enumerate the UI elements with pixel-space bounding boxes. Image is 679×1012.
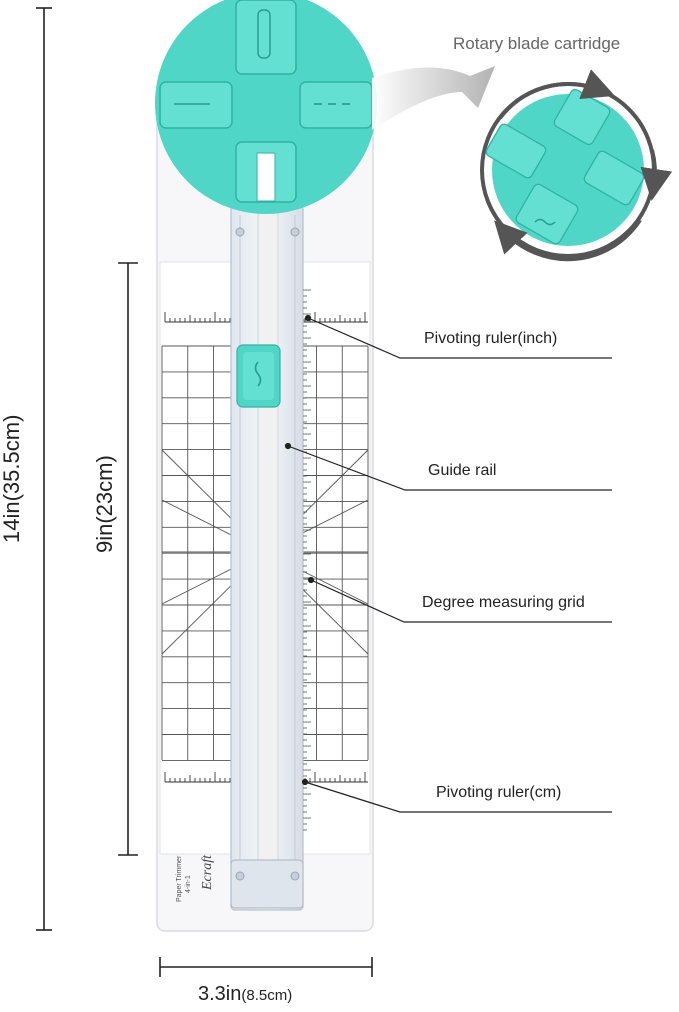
brand-logo-text: Ecraft <box>200 855 215 890</box>
rotary-blade-label: Rotary blade cartridge <box>453 34 621 53</box>
width-label: 3.3in(8.5cm) <box>198 983 292 1006</box>
callout-arrow <box>372 66 495 130</box>
rail-screw <box>235 871 245 881</box>
rotary-blade-callout-detail <box>480 69 673 262</box>
pivoting-ruler-inch-label: Pivoting ruler(inch) <box>424 330 558 347</box>
product-name-line1: 4-in-1 <box>185 875 192 893</box>
rail-slot <box>257 204 279 906</box>
ruler-length-label: 9in(23cm) <box>92 455 117 553</box>
rail-scale-ticks <box>303 289 311 831</box>
leader-lines <box>284 314 612 813</box>
total-length-label: 14in(35.5cm) <box>0 414 24 543</box>
product-name-line2: Paper Trimmer <box>176 855 183 902</box>
degree-grid-label: Degree measuring grid <box>422 594 585 611</box>
rail-screw <box>290 871 300 881</box>
rail-screw <box>290 227 300 237</box>
rail-end-cap <box>230 859 304 909</box>
dimension-lines <box>36 7 373 977</box>
rotary-blade-cartridge[interactable] <box>155 0 377 214</box>
pivoting-ruler-cm-label: Pivoting ruler(cm) <box>436 784 562 801</box>
guide-rail-label: Guide rail <box>428 462 497 479</box>
rail-screw <box>235 227 245 237</box>
slider-cutter[interactable] <box>236 344 281 408</box>
width-main-text: 3.3in <box>198 983 242 1005</box>
width-sub-text: (8.5cm) <box>241 987 293 1004</box>
